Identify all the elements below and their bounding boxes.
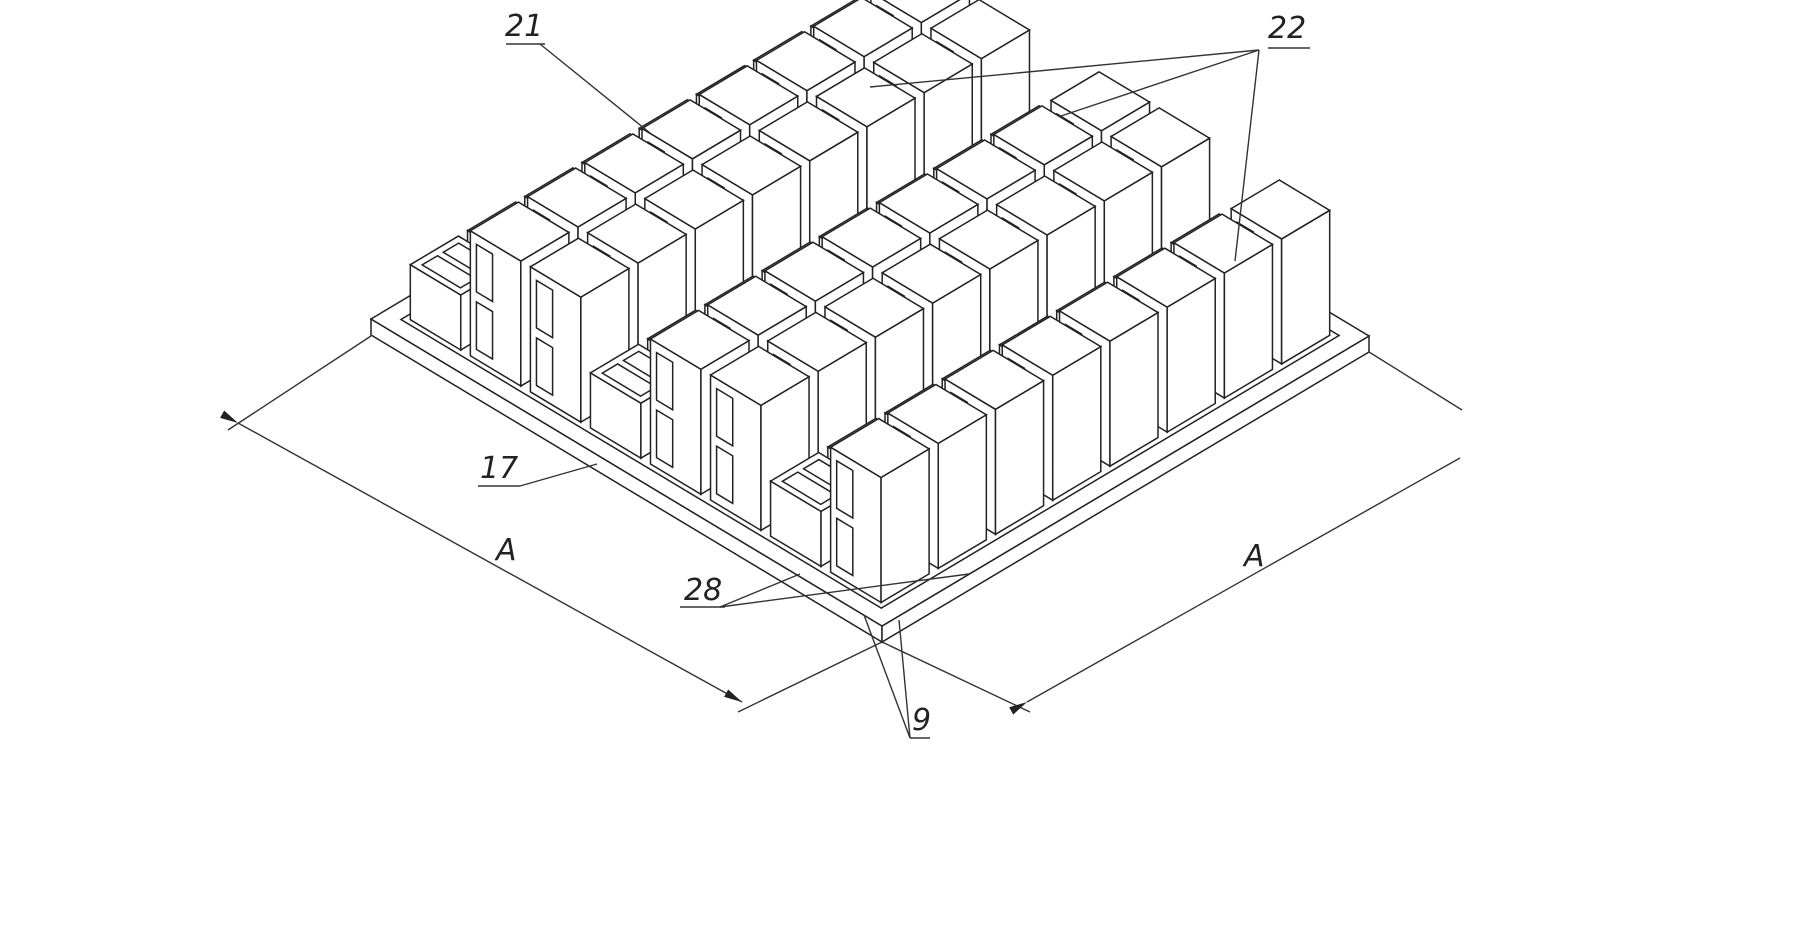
block-top (929, 0, 1031, 60)
block-cavity (420, 254, 478, 289)
block-top (815, 66, 917, 128)
block-top (709, 345, 811, 407)
block-cavity (655, 408, 674, 469)
dimension-left (220, 335, 883, 713)
block-top (766, 311, 868, 373)
block-top (1000, 315, 1103, 377)
block-cavity (535, 336, 554, 397)
block-top (706, 275, 808, 337)
block-cavity (835, 516, 854, 577)
block-top (882, 0, 961, 24)
block-top (880, 243, 983, 304)
block-top (886, 383, 988, 445)
block-top (823, 277, 925, 339)
ref-label-21: 21 (505, 9, 543, 44)
block-top (872, 32, 974, 94)
block-cavity (655, 351, 674, 412)
block-top (755, 30, 857, 92)
block-top (757, 101, 860, 162)
block-top (1172, 213, 1274, 274)
block-top (1052, 141, 1154, 202)
dimension-label-left: A (494, 533, 517, 568)
block-top (935, 139, 1037, 200)
block-top (640, 99, 742, 160)
leaders (478, 43, 1310, 739)
block-top (812, 0, 914, 58)
block-cavity (475, 243, 494, 303)
block-top (937, 209, 1040, 270)
block-top (995, 175, 1097, 236)
block-top (583, 133, 685, 194)
block-top (649, 309, 751, 371)
ref-label-17: 17 (480, 451, 518, 486)
block-cavity (715, 387, 734, 448)
block-top (1115, 247, 1217, 308)
block-top (829, 417, 931, 479)
dimension-label-right: A (1242, 539, 1265, 574)
block-cavity (600, 363, 658, 397)
block-top (526, 167, 628, 228)
block-top (877, 173, 980, 234)
block-top (1109, 107, 1212, 168)
block-array (408, 0, 1332, 604)
block-cavity (535, 279, 554, 339)
block-top (1229, 179, 1332, 240)
dimension-right (881, 351, 1463, 715)
block-top (700, 135, 803, 196)
ref-label-22: 22 (1268, 11, 1306, 46)
block-cavity (835, 459, 854, 520)
block-top (820, 207, 923, 268)
block-cavity (475, 300, 494, 361)
block-top (943, 349, 1046, 411)
block-cavity (780, 471, 838, 506)
block-cavity (715, 444, 734, 505)
block-top (992, 105, 1094, 166)
block-top (697, 64, 800, 126)
block-top (763, 241, 865, 302)
block-top (468, 201, 571, 262)
block-top (1058, 281, 1160, 343)
block-top (586, 203, 688, 264)
ref-label-9: 9 (912, 703, 931, 738)
ref-label-28: 28 (684, 573, 722, 608)
block-top (643, 169, 745, 230)
block-top (528, 237, 631, 298)
